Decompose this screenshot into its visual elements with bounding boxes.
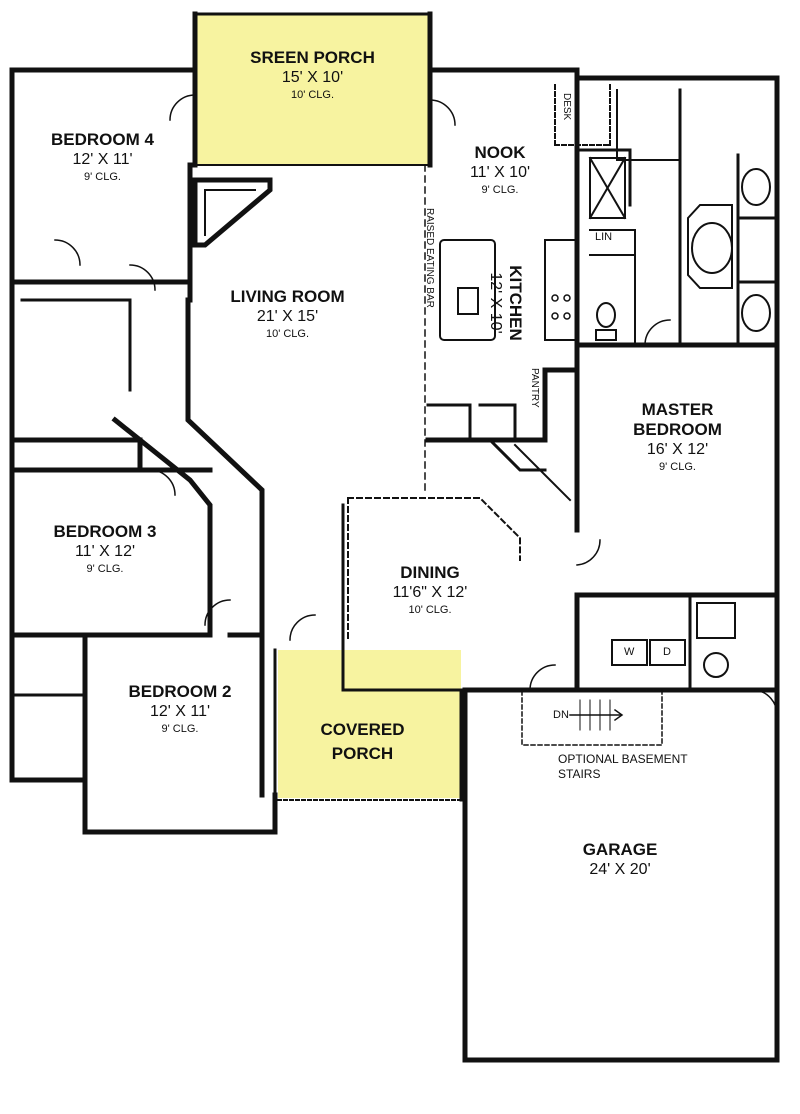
room-master-bedroom: MASTER BEDROOM 16' X 12' 9' CLG. <box>595 400 760 474</box>
master-dim: 16' X 12' <box>646 441 709 458</box>
raised-eating-bar-label: RAISED EATING BAR <box>424 208 435 308</box>
bedroom3-clg: 9' CLG. <box>86 563 124 575</box>
room-nook: NOOK 11' X 10' 9' CLG. <box>440 143 560 197</box>
garage-dim: 24' X 20' <box>589 861 651 878</box>
bedroom2-name: BEDROOM 2 <box>128 682 232 701</box>
master-name: MASTER BEDROOM <box>633 400 722 439</box>
screen-porch-dim: 15' X 10' <box>281 69 344 86</box>
room-kitchen: KITCHEN 12' X 10' <box>485 243 525 363</box>
dining-name: DINING <box>400 563 460 582</box>
nook-dim: 11' X 10' <box>469 164 531 181</box>
dining-dim: 11'6" X 12' <box>392 584 468 601</box>
room-bedroom-3: BEDROOM 3 11' X 12' 9' CLG. <box>25 522 185 576</box>
living-clg: 10' CLG. <box>265 328 310 340</box>
basement-stairs-label: OPTIONAL BASEMENT STAIRS <box>558 752 688 781</box>
screen-porch-fill <box>195 14 430 166</box>
bedroom2-dim: 12' X 11' <box>149 703 211 720</box>
dining-clg: 10' CLG. <box>408 604 452 616</box>
covered-porch-name: COVERED PORCH <box>320 720 405 763</box>
room-covered-porch: COVERED PORCH <box>300 718 425 766</box>
master-clg: 9' CLG. <box>659 461 696 473</box>
living-name: LIVING ROOM <box>230 287 345 306</box>
linen-label: LIN <box>595 231 613 243</box>
room-bedroom-4: BEDROOM 4 12' X 11' 9' CLG. <box>20 130 185 184</box>
bedroom4-dim: 12' X 11' <box>72 151 133 168</box>
screen-porch-name: SREEN PORCH <box>250 48 375 67</box>
nook-name: NOOK <box>474 143 526 162</box>
room-living-room: LIVING ROOM 21' X 15' 10' CLG. <box>200 287 375 341</box>
covered-porch-fill <box>278 650 461 798</box>
room-bedroom-2: BEDROOM 2 12' X 11' 9' CLG. <box>100 682 260 736</box>
walls <box>9 11 780 1063</box>
kitchen-name: KITCHEN <box>506 265 525 341</box>
kitchen-dim: 12' X 10' <box>487 272 504 334</box>
room-screen-porch: SREEN PORCH 15' X 10' 10' CLG. <box>205 48 420 102</box>
desk-label: DESK <box>561 93 572 121</box>
dryer-label: D <box>663 646 671 658</box>
room-dining: DINING 11'6" X 12' 10' CLG. <box>365 563 495 617</box>
living-dim: 21' X 15' <box>256 308 319 325</box>
stairs-dn-label: DN <box>553 709 569 721</box>
screen-porch-clg: 10' CLG. <box>290 89 335 101</box>
bedroom2-clg: 9' CLG. <box>161 723 199 735</box>
bedroom4-name: BEDROOM 4 <box>51 130 154 149</box>
washer-label: W <box>624 646 635 658</box>
bedroom3-name: BEDROOM 3 <box>53 522 157 541</box>
pantry-label: PANTRY <box>529 368 540 408</box>
nook-clg: 9' CLG. <box>481 184 519 196</box>
bedroom4-clg: 9' CLG. <box>84 171 121 183</box>
garage-name: GARAGE <box>582 840 658 859</box>
room-garage: GARAGE 24' X 20' <box>550 840 690 880</box>
bedroom3-dim: 11' X 12' <box>74 543 136 560</box>
